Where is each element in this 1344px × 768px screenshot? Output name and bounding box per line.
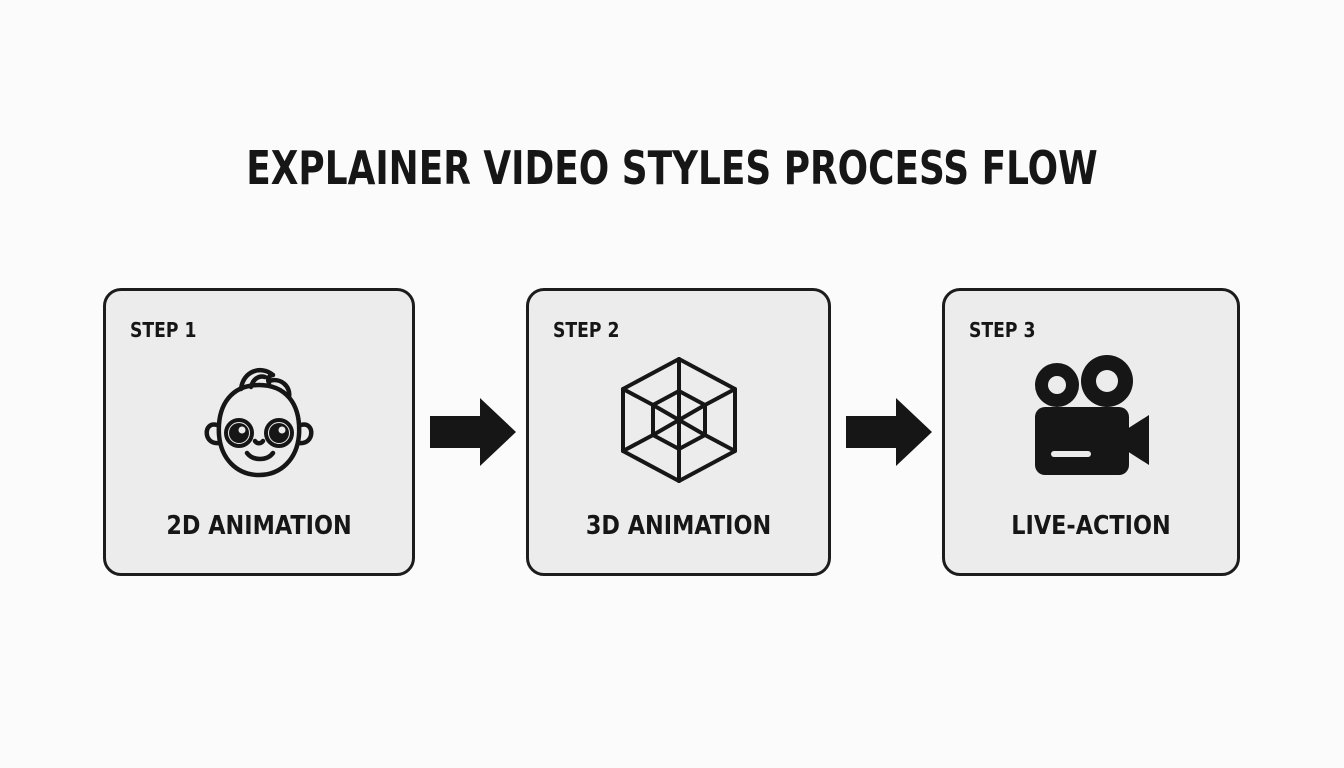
step-card-1: STEP 1	[103, 288, 415, 576]
step-label: STEP 2	[553, 318, 620, 342]
wireframe-cube-icon	[620, 357, 737, 483]
right-arrow-icon	[430, 398, 516, 466]
step-card-2: STEP 2 3D ANIMATION	[526, 288, 831, 576]
step-card-3: STEP 3 LIVE-ACTION	[942, 288, 1240, 576]
step-name: 2D ANIMATION	[166, 511, 352, 541]
right-arrow-icon	[846, 398, 932, 466]
step-name: 3D ANIMATION	[585, 511, 772, 541]
cartoon-face-icon	[204, 368, 314, 478]
step-label: STEP 1	[130, 318, 197, 342]
step-name: LIVE-ACTION	[1011, 511, 1171, 541]
movie-camera-icon	[1035, 355, 1149, 475]
step-label: STEP 3	[969, 318, 1036, 342]
diagram-title: EXPLAINER VIDEO STYLES PROCESS FLOW	[246, 141, 1098, 195]
